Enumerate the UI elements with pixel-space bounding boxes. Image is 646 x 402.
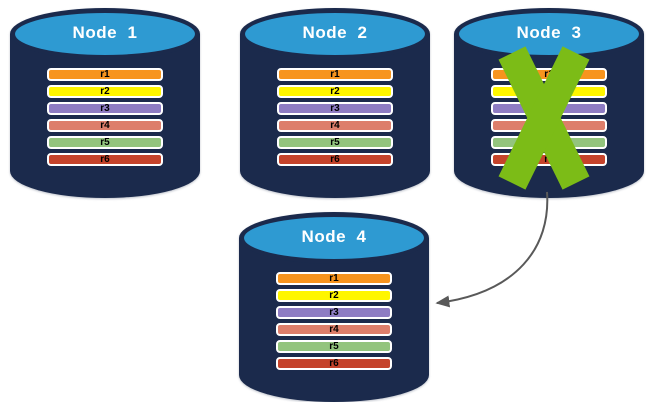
record-label: r3 xyxy=(100,103,110,114)
record-list: r1 r2 r3 r4 r5 r6 xyxy=(276,272,392,374)
record-label: r6 xyxy=(329,358,339,369)
record-bar-r1: r1 xyxy=(47,68,163,81)
node-label: Node 1 xyxy=(72,23,138,42)
record-label: r2 xyxy=(330,86,340,97)
record-label: r1 xyxy=(329,273,339,284)
node-label: Node 4 xyxy=(301,227,367,246)
cylinder-top: Node 3 xyxy=(454,8,644,60)
record-bar-r3: r3 xyxy=(277,102,393,115)
record-bar-r4: r4 xyxy=(47,119,163,132)
record-label: r4 xyxy=(100,120,110,131)
record-bar-r6: r6 xyxy=(276,357,392,370)
record-label: r2 xyxy=(100,86,110,97)
record-list: r1 r2 r3 r4 r5 r6 xyxy=(47,68,163,170)
record-label: r1 xyxy=(100,69,110,80)
cylinder-top: Node 2 xyxy=(240,8,430,60)
failure-x-icon xyxy=(498,46,590,190)
record-label: r4 xyxy=(330,120,340,131)
record-bar-r5: r5 xyxy=(276,340,392,353)
node-2-cylinder: Node 2 r1 r2 r3 r4 r5 r6 xyxy=(240,8,430,198)
cylinder-top: Node 4 xyxy=(239,212,429,264)
record-bar-r3: r3 xyxy=(276,306,392,319)
record-label: r3 xyxy=(329,307,339,318)
record-label: r6 xyxy=(330,154,340,165)
record-label: r3 xyxy=(330,103,340,114)
record-label: r5 xyxy=(329,341,339,352)
record-label: r2 xyxy=(329,290,339,301)
cylinder-body xyxy=(239,238,429,402)
cylinder-body xyxy=(240,34,430,198)
node-label: Node 3 xyxy=(516,23,582,42)
node-label: Node 2 xyxy=(302,23,368,42)
record-bar-r2: r2 xyxy=(277,85,393,98)
record-bar-r4: r4 xyxy=(276,323,392,336)
record-bar-r2: r2 xyxy=(276,289,392,302)
node-1-cylinder: Node 1 r1 r2 r3 r4 r5 r6 xyxy=(10,8,200,198)
record-list: r1 r2 r3 r4 r5 r6 xyxy=(277,68,393,170)
record-bar-r1: r1 xyxy=(276,272,392,285)
record-bar-r4: r4 xyxy=(277,119,393,132)
record-bar-r6: r6 xyxy=(277,153,393,166)
record-bar-r5: r5 xyxy=(47,136,163,149)
record-label: r4 xyxy=(329,324,339,335)
cylinder-top: Node 1 xyxy=(10,8,200,60)
record-bar-r6: r6 xyxy=(47,153,163,166)
record-label: r6 xyxy=(100,154,110,165)
cylinder-body xyxy=(10,34,200,198)
record-label: r5 xyxy=(100,137,110,148)
record-bar-r2: r2 xyxy=(47,85,163,98)
node-4-cylinder: Node 4 r1 r2 r3 r4 r5 r6 xyxy=(239,212,429,402)
record-bar-r5: r5 xyxy=(277,136,393,149)
record-bar-r3: r3 xyxy=(47,102,163,115)
record-bar-r1: r1 xyxy=(277,68,393,81)
record-label: r5 xyxy=(330,137,340,148)
record-label: r1 xyxy=(330,69,340,80)
